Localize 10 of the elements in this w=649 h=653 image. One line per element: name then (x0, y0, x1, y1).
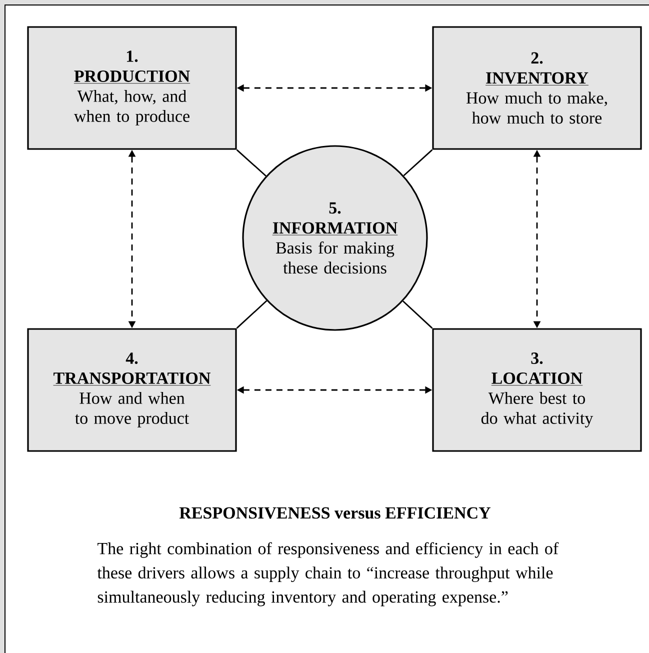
paragraph: The right combination of responsiveness and efficiency in each of these drivers allows a supply chain to “increase throughput while simultaneously reducing inventory and operating expense.” (97, 542, 559, 606)
connector-line (236, 149, 266, 176)
driver-box: 1. PRODUCTION What, how, and when to produce (27, 26, 237, 150)
heading: RESPONSIVENESS versus EFFICIENCY (179, 507, 490, 519)
connector-line (236, 300, 268, 329)
connector-line (402, 300, 433, 329)
driver-box: 2. INVENTORY How much to make, how much to store (432, 26, 642, 150)
driver-box: 4. TRANSPORTATION How and when to move product (27, 328, 237, 452)
driver-box: 3. LOCATION Where best to do what activity (432, 328, 642, 452)
connector-line (403, 149, 433, 176)
